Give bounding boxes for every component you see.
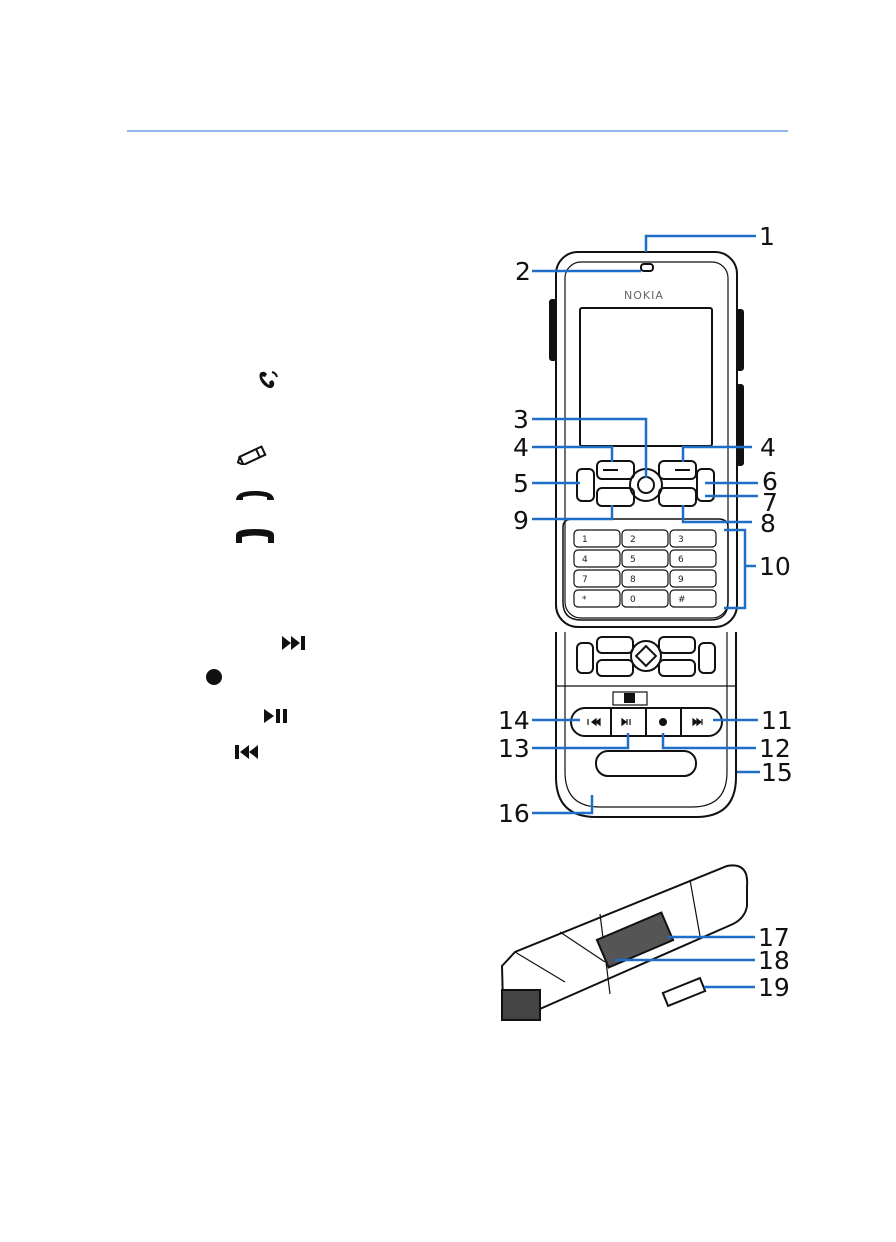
callout-11: 11 xyxy=(761,706,793,735)
callout-2: 2 xyxy=(515,257,531,286)
callout-14: 14 xyxy=(498,706,530,735)
keypad-key xyxy=(670,570,716,587)
keypad-key xyxy=(622,550,668,567)
callout-4-left: 4 xyxy=(513,433,529,462)
keypad-key xyxy=(622,530,668,547)
keypad-key-label: # xyxy=(678,595,686,605)
keypad: 1 2 3 4 5 6 7 8 9 * 0 # xyxy=(574,530,716,607)
callout-13: 13 xyxy=(498,734,530,763)
callout-4-right: 4 xyxy=(760,433,776,462)
keypad-key-label: 1 xyxy=(582,535,588,545)
keypad-key xyxy=(622,590,668,607)
callout-5: 5 xyxy=(513,469,529,498)
speaker-grille xyxy=(596,751,696,776)
keypad-key-label: 8 xyxy=(630,575,636,585)
memory-card xyxy=(663,978,705,1006)
keypad-key xyxy=(574,530,620,547)
keypad-key xyxy=(574,590,620,607)
callout-9: 9 xyxy=(513,506,529,535)
earpiece xyxy=(641,264,653,271)
callout-15: 15 xyxy=(761,758,793,787)
keypad-key xyxy=(670,550,716,567)
keypad-key-label: 0 xyxy=(630,595,636,605)
keypad-key-label: 7 xyxy=(582,575,588,585)
callout-3: 3 xyxy=(513,405,529,434)
callout-10: 10 xyxy=(759,552,791,581)
callout-labels: 1 2 3 4 4 5 6 7 8 9 10 11 12 13 14 15 16… xyxy=(498,222,793,1002)
keypad-key xyxy=(574,570,620,587)
keypad-key xyxy=(574,550,620,567)
brand-logo: NOKIA xyxy=(624,289,664,302)
keypad-key-label: 4 xyxy=(582,555,588,565)
keypad-key-label: 5 xyxy=(630,555,636,565)
callout-19: 19 xyxy=(758,973,790,1002)
keypad-key-label: 3 xyxy=(678,535,684,545)
keypad-key-label: * xyxy=(582,595,587,605)
keypad-key-label: 2 xyxy=(630,535,636,545)
keypad-key-label: 9 xyxy=(678,575,684,585)
callout-16: 16 xyxy=(498,799,530,828)
keypad-key xyxy=(622,570,668,587)
callout-1: 1 xyxy=(759,222,775,251)
keypad-key xyxy=(670,530,716,547)
keypad-key-label: 6 xyxy=(678,555,684,565)
keypad-key xyxy=(670,590,716,607)
callout-18: 18 xyxy=(758,946,790,975)
callout-8: 8 xyxy=(760,509,776,538)
